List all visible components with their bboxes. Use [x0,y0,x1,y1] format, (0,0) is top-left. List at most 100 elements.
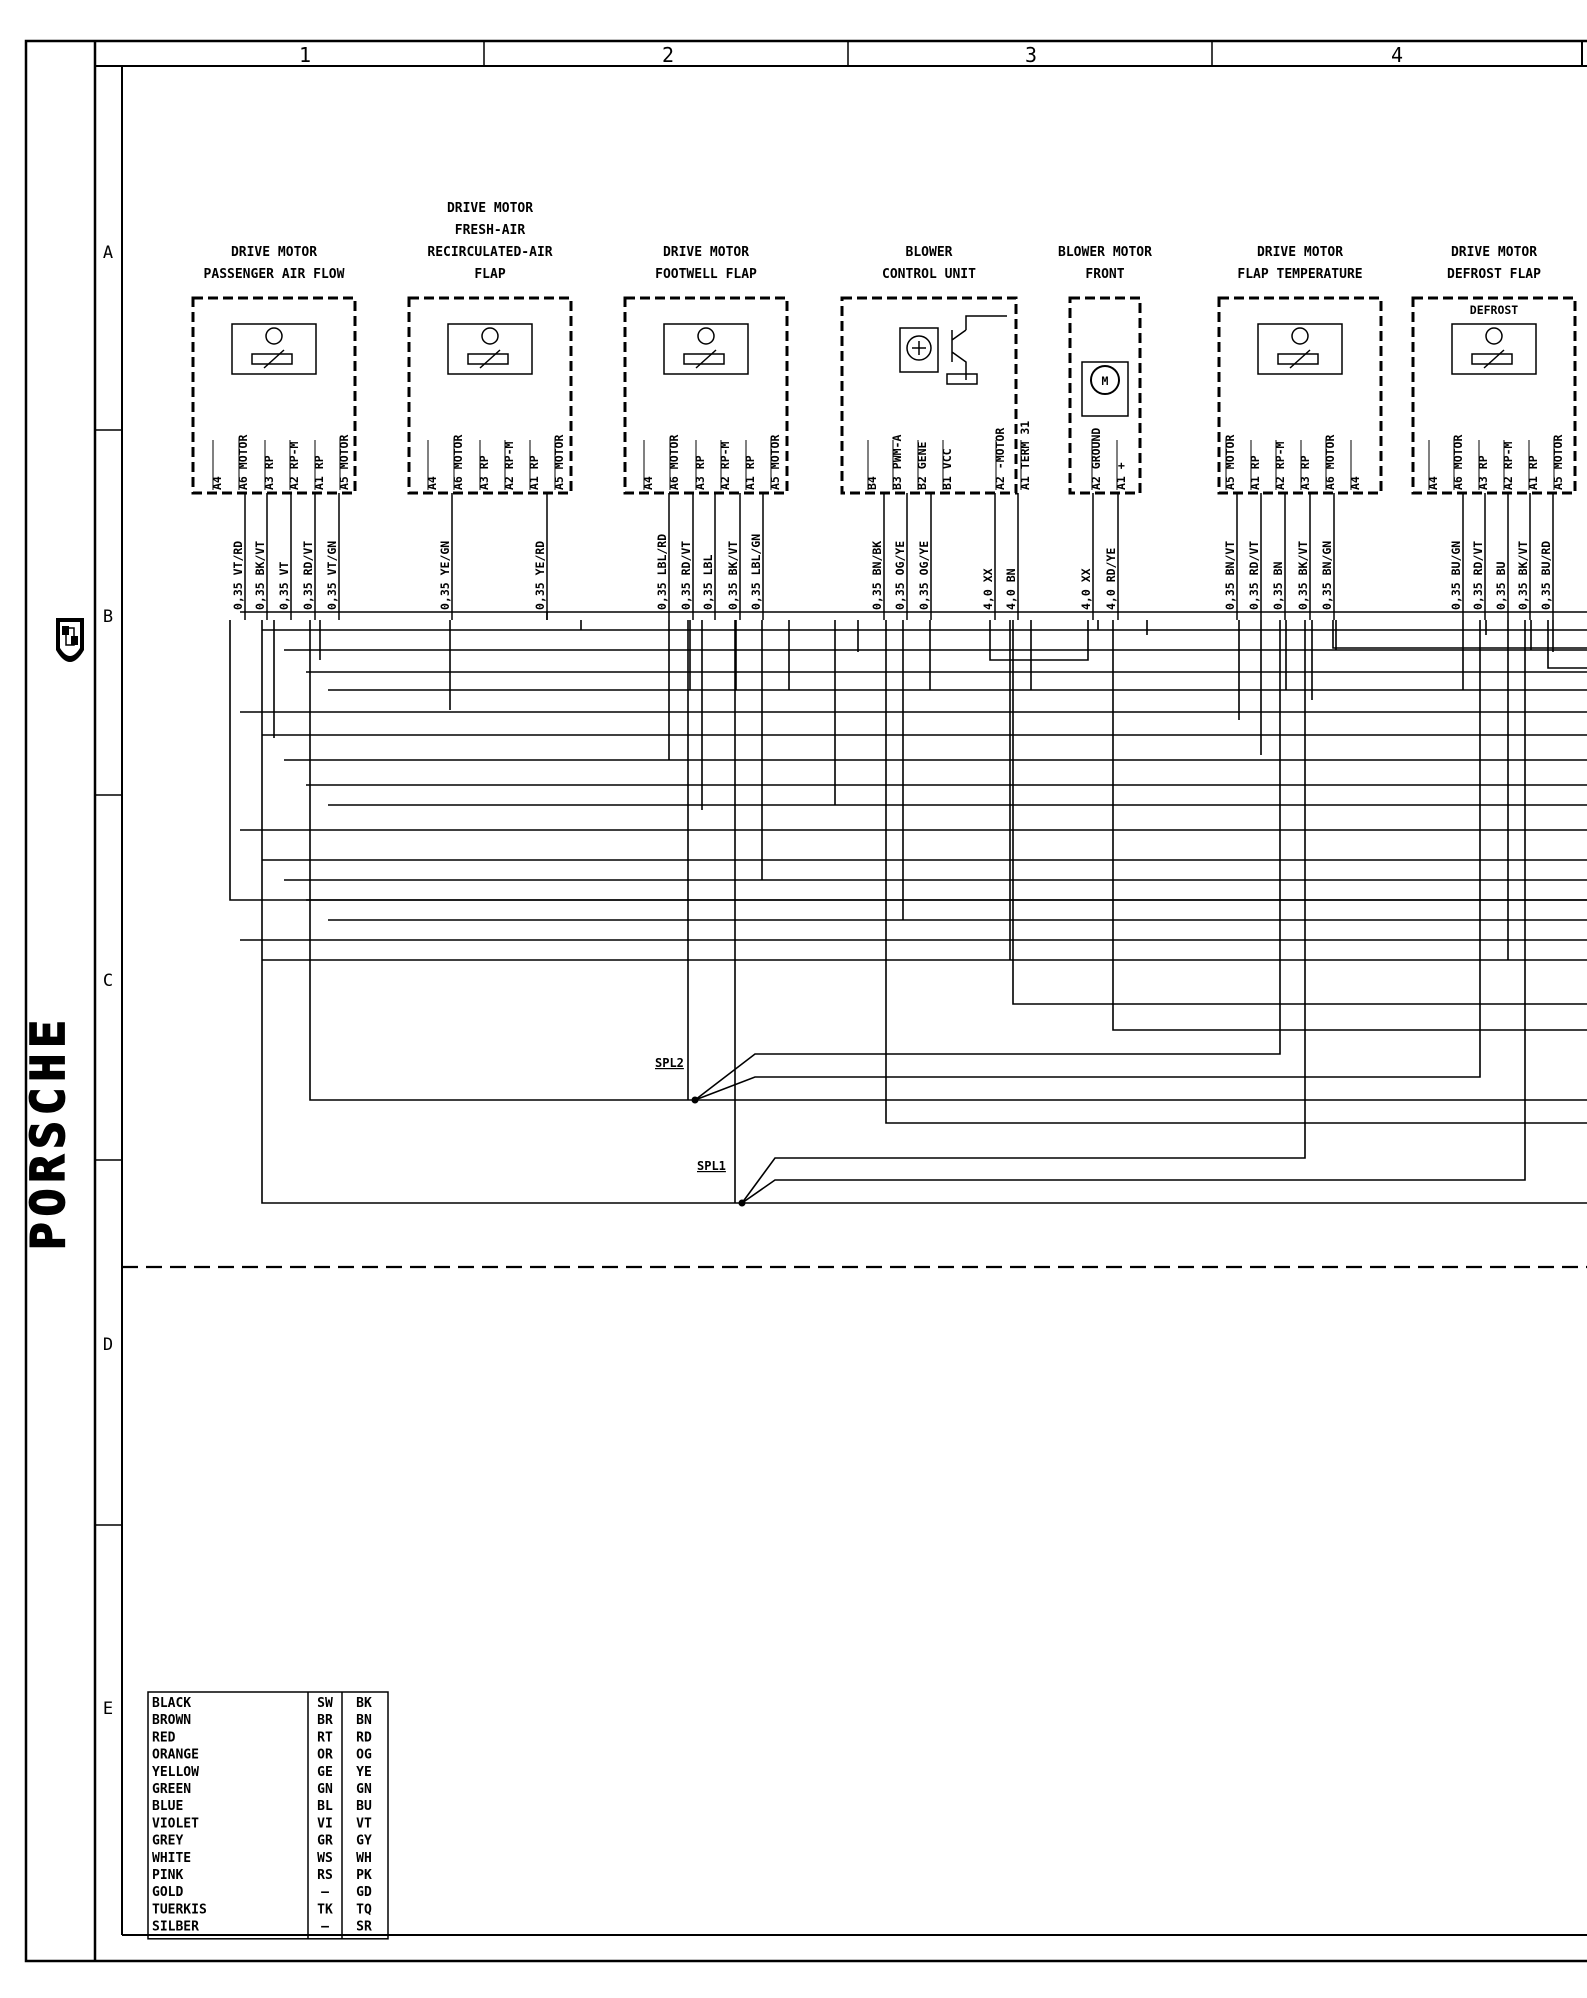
legend-color-name: GOLD [152,1885,183,1900]
wire-label: 4,0 BN [1004,568,1018,610]
splice-label: SPL1 [697,1159,726,1173]
legend-english-code: GD [356,1885,372,1900]
legend-border [147,1691,389,1940]
wire-run [885,620,1587,1124]
legend-english-code: SR [356,1920,372,1935]
component-title: DRIVE MOTOR [1257,245,1343,260]
pin-label: A4 [641,476,655,490]
legend-color-name: SILBER [152,1920,199,1935]
pin-label: A5 MOTOR [337,435,351,490]
legend-english-code: RD [356,1730,372,1745]
legend-color-name: BROWN [152,1713,191,1728]
legend-english-code: GN [356,1782,372,1797]
actuator-icon [231,323,317,375]
component-title: FLAP [474,267,505,282]
column-marker-3: 3 [1025,43,1037,67]
pin-label: A2 RP-M [1273,441,1287,490]
potentiometer-icon [1277,353,1319,365]
pin-label: A1 RP [1248,455,1262,490]
wire-label: 0,35 BK/VT [253,541,267,610]
potentiometer-icon [263,349,285,369]
legend-german-code: WS [317,1851,333,1866]
row-marker-a: A [103,243,113,263]
legend-color-name: GREY [152,1834,183,1849]
pin-label: B2 GENE [915,441,929,490]
wire-label: 0,35 BN [1271,561,1285,610]
pin-label: A3 RP [477,455,491,490]
wire-run [694,620,1281,1101]
legend-english-code: GY [356,1834,372,1849]
legend-german-code: BR [317,1713,333,1728]
wire-label: 0,35 LBL/RD [655,534,669,610]
component-boundary [1217,296,1383,495]
control-module-icon [906,335,932,361]
pin-label: A3 RP [1298,455,1312,490]
wire-label: 0,35 RD/VT [1471,541,1485,610]
actuator-icon [663,323,749,375]
legend-german-code: BL [317,1799,333,1814]
legend-german-code: VI [317,1816,333,1831]
wire-label: 0,35 YE/GN [438,541,452,610]
pin-label: B4 [865,476,879,490]
column-marker-4: 4 [1391,43,1403,67]
wire-label: 0,35 LBL/GN [749,534,763,610]
component-title: DRIVE MOTOR [447,201,533,216]
legend-german-code: GN [317,1782,333,1797]
pin-label: A4 [210,476,224,490]
pin-label: A6 MOTOR [1323,435,1337,490]
wire-run [309,620,695,1101]
motor-icon [481,327,499,345]
row-marker-d: D [103,1335,113,1355]
motor-icon [265,327,283,345]
component-fresh: DRIVE MOTORFRESH-AIRRECIRCULATED-AIRFLAP… [407,201,573,620]
potentiometer-icon [683,353,725,365]
legend-german-code: OR [317,1748,333,1763]
potentiometer-icon [695,349,717,369]
legend-english-code: BK [356,1696,372,1711]
legend-german-code: — [321,1885,329,1900]
legend-color-name: TUERKIS [152,1902,207,1917]
wire-label: 0,35 BK/VT [1516,541,1530,610]
legend-color-name: BLUE [152,1799,183,1814]
pin-label: A2 RP-M [287,441,301,490]
legend-color-name: GREEN [152,1782,191,1797]
pin-label: A2 -MOTOR [993,428,1007,490]
component-title: FLAP TEMPERATURE [1237,267,1362,282]
component-boundary [407,296,573,495]
wire-run [261,620,742,1204]
potentiometer-icon [251,353,293,365]
pin-label: A1 RP [743,455,757,490]
motor-icon: M [1102,374,1109,388]
pin-label: A6 MOTOR [667,435,681,490]
legend-color-name: BLACK [152,1696,191,1711]
legend-german-code: GR [317,1834,333,1849]
motor-icon [697,327,715,345]
pin-label: A1 RP [527,455,541,490]
wire-label: 0,35 BN/BK [870,541,884,610]
legend-english-code: VT [356,1816,372,1831]
pin-label: A5 MOTOR [1551,435,1565,490]
splice-node [738,1199,746,1207]
column-marker-2: 2 [662,43,674,67]
potentiometer-icon [479,349,501,369]
resistor-icon [946,373,978,385]
pin-label: A4 [1348,476,1362,490]
legend-color-name: RED [152,1730,176,1745]
wire-run [1547,620,1587,669]
splice-spl2: SPL2 [655,1056,699,1104]
potentiometer-icon [1483,349,1505,369]
wire-label: 0,35 BK/VT [1296,541,1310,610]
control-module-icon [912,341,926,355]
component-title: PASSENGER AIR FLOW [204,267,345,282]
pin-label: A2 RP-M [718,441,732,490]
component-title: BLOWER MOTOR [1058,245,1152,260]
component-title: FOOTWELL FLAP [655,267,757,282]
legend-english-code: BU [356,1799,372,1814]
drawing-frame [24,39,1587,1963]
pin-label: A4 [425,476,439,490]
